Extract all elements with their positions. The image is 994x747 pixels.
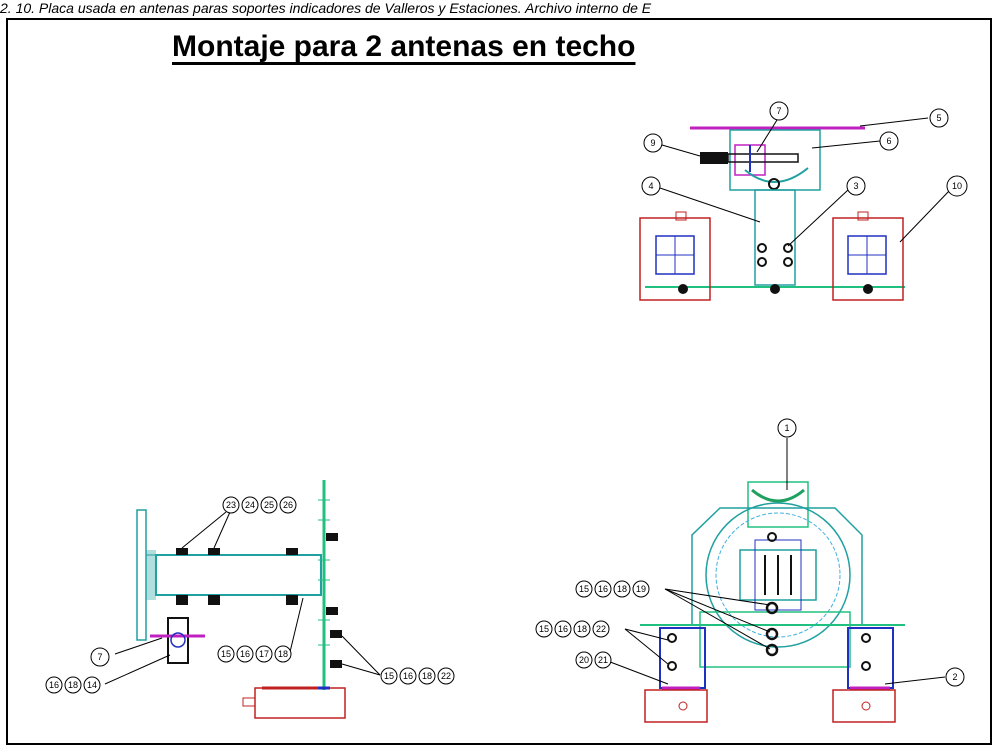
svg-text:26: 26: [283, 500, 293, 510]
svg-text:18: 18: [68, 680, 78, 690]
callout-5: 5: [929, 108, 949, 128]
callout-group-23-26: 23 24 25 26: [222, 496, 297, 514]
svg-text:3: 3: [853, 181, 858, 191]
svg-text:7: 7: [97, 652, 102, 662]
svg-text:9: 9: [650, 138, 655, 148]
callout-7-side: 7: [90, 647, 110, 667]
svg-text:23: 23: [226, 500, 236, 510]
svg-text:14: 14: [87, 680, 97, 690]
svg-text:22: 22: [441, 671, 451, 681]
svg-text:16: 16: [49, 680, 59, 690]
svg-text:16: 16: [558, 624, 568, 634]
callout-10: 10: [946, 175, 968, 197]
svg-text:16: 16: [403, 671, 413, 681]
svg-text:20: 20: [579, 655, 589, 665]
callout-group-16-18-14: 16 18 14: [45, 676, 101, 694]
callout-group-20-21: 20 21: [575, 651, 612, 669]
figure-caption: 2. 10. Placa usada en antenas paras sopo…: [0, 0, 652, 16]
svg-text:16: 16: [598, 584, 608, 594]
svg-text:24: 24: [245, 500, 255, 510]
callout-group-15-16-17-18: 15 16 17 18: [217, 645, 292, 663]
front-view: 1 2 15 16 18 19 15 16 18 22 20 21: [535, 418, 965, 723]
callout-4: 4: [641, 176, 661, 196]
svg-text:7: 7: [776, 106, 781, 116]
svg-text:22: 22: [596, 624, 606, 634]
svg-text:1: 1: [784, 423, 789, 433]
callout-group-15-16-18-22-front: 15 16 18 22: [535, 620, 610, 638]
drawing-frame: [6, 18, 992, 745]
svg-text:6: 6: [886, 136, 891, 146]
svg-text:18: 18: [422, 671, 432, 681]
callout-1: 1: [777, 418, 797, 438]
svg-text:5: 5: [936, 113, 941, 123]
callout-9: 9: [643, 133, 663, 153]
svg-text:2: 2: [952, 672, 957, 682]
svg-text:21: 21: [598, 655, 608, 665]
callout-3: 3: [846, 176, 866, 196]
svg-text:19: 19: [636, 584, 646, 594]
svg-text:16: 16: [240, 649, 250, 659]
svg-text:15: 15: [579, 584, 589, 594]
svg-text:25: 25: [264, 500, 274, 510]
svg-text:10: 10: [952, 181, 962, 191]
drawing-title: Montaje para 2 antenas en techo: [172, 30, 636, 63]
callout-group-15-16-18-22-side: 15 16 18 22: [380, 667, 455, 685]
svg-text:18: 18: [278, 649, 288, 659]
callout-2: 2: [945, 667, 965, 687]
svg-text:18: 18: [577, 624, 587, 634]
svg-text:17: 17: [259, 649, 269, 659]
callout-6: 6: [879, 131, 899, 151]
svg-text:15: 15: [384, 671, 394, 681]
top-view: 5 6 7 9 4 3 10: [639, 101, 968, 301]
svg-text:15: 15: [539, 624, 549, 634]
svg-text:15: 15: [221, 649, 231, 659]
side-view: 23 24 25 26 7 16 18 14 15 16 17 18 15 16…: [45, 480, 455, 719]
svg-text:18: 18: [617, 584, 627, 594]
callout-group-15-16-18-19: 15 16 18 19: [575, 580, 650, 598]
svg-text:4: 4: [648, 181, 653, 191]
callout-7: 7: [769, 101, 789, 121]
